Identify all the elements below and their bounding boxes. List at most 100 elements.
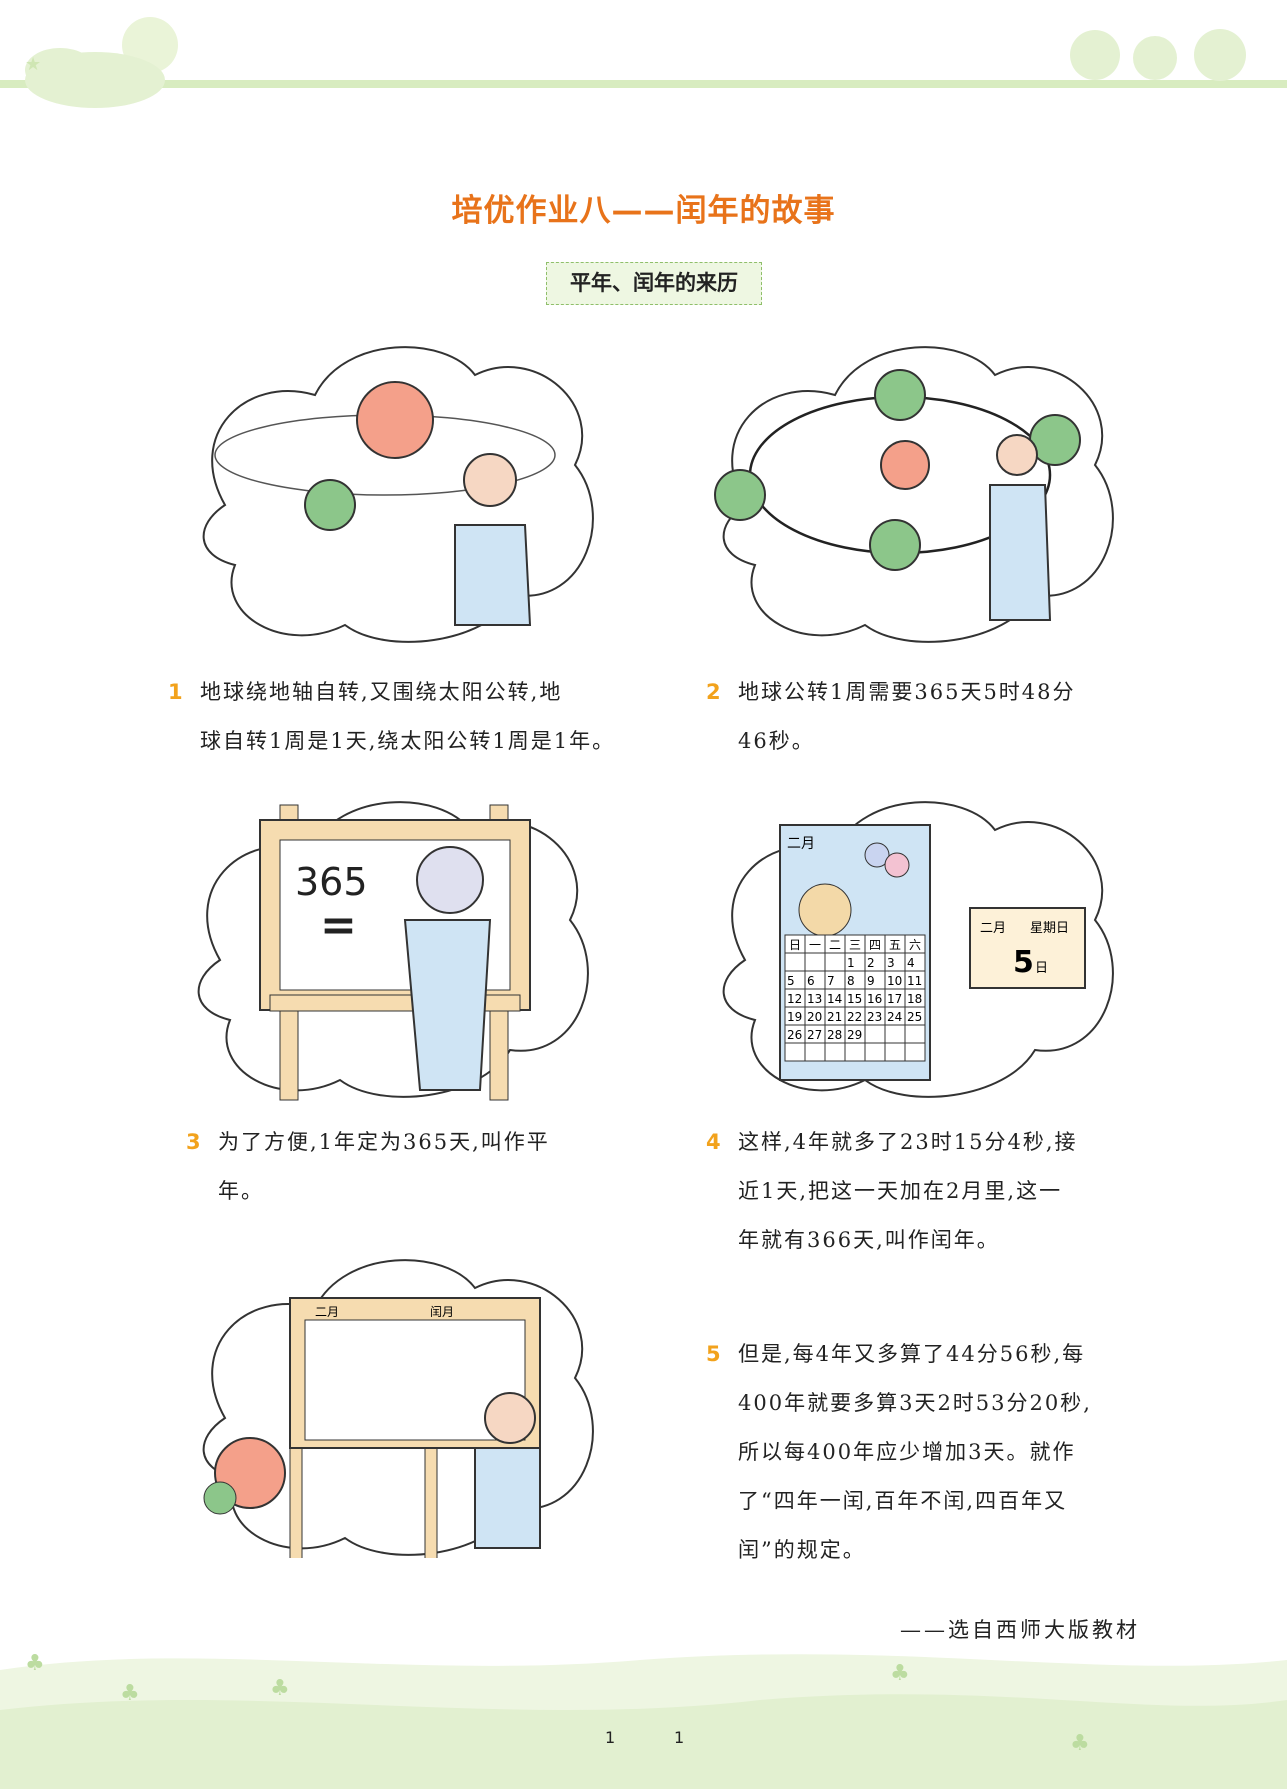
calendar-day: 18 <box>907 992 922 1006</box>
calendar-weekday: 二 <box>829 938 841 952</box>
leap-board-month: 二月 <box>315 1305 339 1319</box>
item-2: 2 地球公转1周需要365天5时48分 46秒。 <box>706 668 1158 766</box>
animal-faces-decoration <box>1070 29 1246 81</box>
illustration-earth-orbit <box>714 346 1114 643</box>
item-line: 为了方便,1年定为365天,叫作平 <box>218 1130 550 1154</box>
calendar-weekday: 五 <box>889 938 901 952</box>
professor-figure <box>474 1447 541 1549</box>
earth-icon <box>714 469 766 521</box>
calendar-day: 10 <box>887 974 902 988</box>
illustration-board-365: 365 = <box>197 801 589 1101</box>
calendar-day: 12 <box>787 992 802 1006</box>
sun-cloud-decoration: ★ <box>25 17 178 108</box>
professor-figure <box>403 919 492 1091</box>
svg-text:♣: ♣ <box>120 1681 140 1706</box>
calendar-weekday: 六 <box>909 938 921 952</box>
earth-icon <box>874 369 926 421</box>
calendar-day: 22 <box>847 1010 862 1024</box>
page-title: 培优作业八——闰年的故事 <box>451 193 836 229</box>
calendar-day: 7 <box>827 974 835 988</box>
calendar-day: 27 <box>807 1028 822 1042</box>
earth-icon <box>869 519 921 571</box>
calendar-month: 二月 <box>787 836 815 852</box>
item-line: 年。 <box>218 1179 264 1203</box>
calendar-day: 14 <box>827 992 842 1006</box>
page-number-right: 1 <box>674 1728 685 1747</box>
item-5: 5 但是,每4年又多算了44分56秒,每 400年就要多算3天2时53分20秒,… <box>706 1330 1158 1575</box>
board-number: 365 <box>295 860 368 904</box>
calendar-day: 17 <box>887 992 902 1006</box>
item-line: 地球公转1周需要365天5时48分 <box>738 680 1076 704</box>
item-line: 但是,每4年又多算了44分56秒,每 <box>738 1342 1086 1366</box>
item-line: 46秒。 <box>738 729 815 753</box>
item-line: 这样,4年就多了23时15分4秒,接 <box>738 1130 1078 1154</box>
professor-figure <box>989 484 1052 621</box>
earth-icon <box>203 1481 237 1515</box>
desk-calendar-day: 5 <box>1013 945 1034 980</box>
page-number-left: 1 <box>605 1728 616 1747</box>
item-number: 3 <box>186 1130 203 1154</box>
item-number: 4 <box>706 1130 723 1154</box>
leap-board-label: 闰月 <box>430 1305 454 1319</box>
svg-text:★: ★ <box>25 54 41 75</box>
header-band <box>0 80 1287 88</box>
item-number: 5 <box>706 1342 723 1366</box>
calendar-day: 29 <box>847 1028 862 1042</box>
calendar-day: 11 <box>907 974 922 988</box>
item-line: 闰”的规定。 <box>738 1538 866 1562</box>
sun-icon <box>356 381 434 459</box>
calendar-day: 16 <box>867 992 882 1006</box>
item-line: 了“四年一闰,百年不闰,四百年又 <box>738 1489 1068 1513</box>
calendar-day: 9 <box>867 974 875 988</box>
calendar-weekday: 四 <box>869 938 881 952</box>
item-number: 1 <box>168 680 185 704</box>
svg-text:♣: ♣ <box>270 1676 290 1701</box>
illustration-earth-rotation <box>202 346 594 643</box>
illustration-leap-board: 二月 闰月 <box>202 1259 594 1558</box>
calendar-day: 24 <box>887 1010 902 1024</box>
item-line: 球自转1周是1天,绕太阳公转1周是1年。 <box>200 729 616 753</box>
item-line: 近1天,把这一天加在2月里,这一 <box>738 1179 1063 1203</box>
calendar-day: 1 <box>847 956 855 970</box>
item-3: 3 为了方便,1年定为365天,叫作平 年。 <box>186 1118 648 1216</box>
svg-text:♣: ♣ <box>890 1661 910 1686</box>
svg-text:♣: ♣ <box>1070 1731 1090 1756</box>
calendar-day: 26 <box>787 1028 802 1042</box>
calendar-day: 13 <box>807 992 822 1006</box>
calendar-day: 4 <box>907 956 915 970</box>
item-line: 400年就要多算3天2时53分20秒, <box>738 1391 1092 1415</box>
calendar-day: 21 <box>827 1010 842 1024</box>
item-line: 年就有366天,叫作闰年。 <box>738 1228 1000 1252</box>
calendar-day: 28 <box>827 1028 842 1042</box>
calendar-day: 15 <box>847 992 862 1006</box>
calendar-day: 19 <box>787 1010 802 1024</box>
item-number: 2 <box>706 680 723 704</box>
calendar-weekday: 一 <box>809 938 821 952</box>
source-credit: ——选自西师大版教材 <box>900 1618 1140 1642</box>
calendar-day: 5 <box>787 974 795 988</box>
desk-calendar-day-unit: 日 <box>1035 961 1048 976</box>
calendar-day: 6 <box>807 974 815 988</box>
desk-calendar-month: 二月 <box>980 921 1006 936</box>
calendar-day: 8 <box>847 974 855 988</box>
footer-hills-decoration: ♣ ♣ ♣ ♣ ♣ <box>0 1651 1287 1789</box>
svg-text:♣: ♣ <box>25 1651 45 1676</box>
section-subtitle: 平年、闰年的来历 <box>546 262 762 305</box>
calendar-weekday: 三 <box>849 938 861 952</box>
board-equals: = <box>320 900 357 951</box>
item-1: 1 地球绕地轴自转,又围绕太阳公转,地 球自转1周是1天,绕太阳公转1周是1年。 <box>168 668 670 766</box>
calendar-day: 2 <box>867 956 875 970</box>
sun-icon <box>880 440 930 490</box>
calendar-weekday: 日 <box>789 938 801 952</box>
earth-icon <box>304 479 356 531</box>
item-line: 所以每400年应少增加3天。就作 <box>738 1440 1076 1464</box>
calendar-day: 25 <box>907 1010 922 1024</box>
desk-calendar-weekday: 星期日 <box>1030 921 1069 936</box>
item-line: 地球绕地轴自转,又围绕太阳公转,地 <box>200 680 563 704</box>
calendar-day: 20 <box>807 1010 822 1024</box>
professor-figure <box>454 524 532 626</box>
item-4: 4 这样,4年就多了23时15分4秒,接 近1天,把这一天加在2月里,这一 年就… <box>706 1118 1158 1265</box>
calendar-day: 23 <box>867 1010 882 1024</box>
